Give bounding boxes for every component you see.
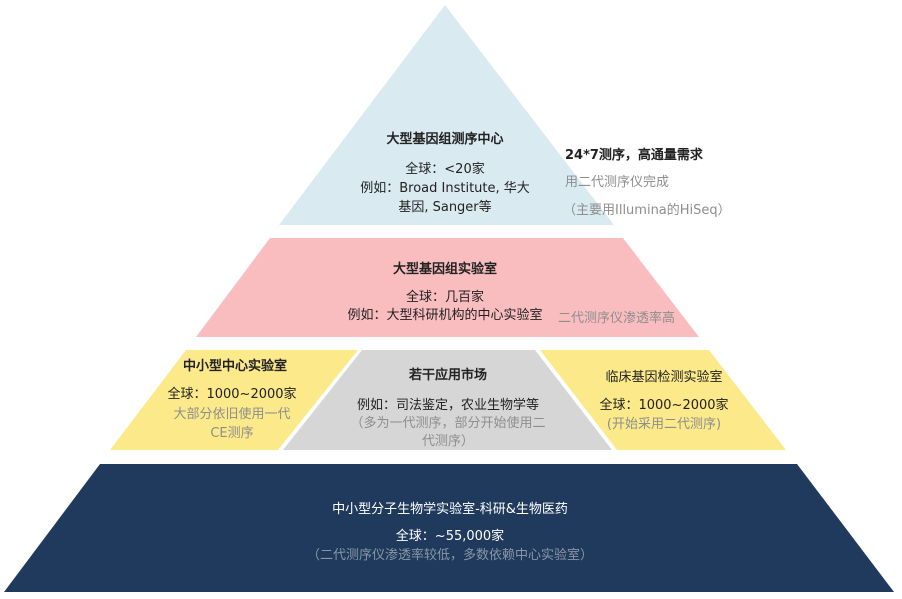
- tier3-right-title: 临床基因检测实验室: [605, 370, 723, 385]
- tier1-note-1: 24*7测序，高通量需求: [565, 148, 703, 163]
- tier2-count: 全球：几百家: [405, 290, 485, 305]
- tier4-title: 中小型分子生物学实验室-科研&生物医药: [332, 502, 568, 517]
- tier3-mid-note-1: （多为一代测序，部分开始使用二: [350, 416, 546, 431]
- tier1-note-3: （主要用Illumina的HiSeq）: [563, 203, 731, 218]
- tier2-note: 二代测序仪渗透率高: [558, 311, 676, 326]
- tier3-right-shape: [540, 350, 786, 450]
- tier4-shape: [4, 464, 894, 592]
- tier1-example-1: 例如：Broad Institute, 华大: [360, 181, 530, 196]
- tier3-left-note-1: 大部分依旧使用一代: [173, 407, 291, 422]
- tier3-left-shape: [110, 350, 358, 450]
- tier3-left-title: 中小型中心实验室: [182, 359, 288, 374]
- tier1-note-2: 用二代测序仪完成: [565, 175, 670, 190]
- tier3-mid-shape: [283, 350, 612, 450]
- tier2-shape: [196, 238, 699, 337]
- tier3-mid-note-2: 代测序）: [421, 434, 475, 449]
- tier4-note: （二代测序仪渗透率较低，多数依赖中心实验室）: [306, 548, 594, 563]
- tier3-mid-example: 例如：司法鉴定，农业生物学等: [356, 398, 540, 413]
- tier3-left-note-2: CE测序: [210, 426, 254, 441]
- tier3-right-count: 全球：1000~2000家: [599, 398, 729, 413]
- tier3-mid-title: 若干应用市场: [408, 368, 488, 383]
- tier3-right-note: (开始采用二代测序): [606, 417, 722, 432]
- tier4-count: 全球：~55,000家: [395, 529, 505, 544]
- tier1-example-2: 基因, Sanger等: [398, 200, 492, 215]
- tier2-title: 大型基因组实验室: [392, 262, 498, 277]
- tier3-left-count: 全球：1000~2000家: [167, 387, 297, 402]
- tier2-example: 例如：大型科研机构的中心实验室: [347, 308, 543, 323]
- tier1-count: 全球：<20家: [405, 162, 485, 177]
- tier1-title: 大型基因组测序中心: [386, 132, 504, 147]
- tier1-shape: [279, 5, 614, 225]
